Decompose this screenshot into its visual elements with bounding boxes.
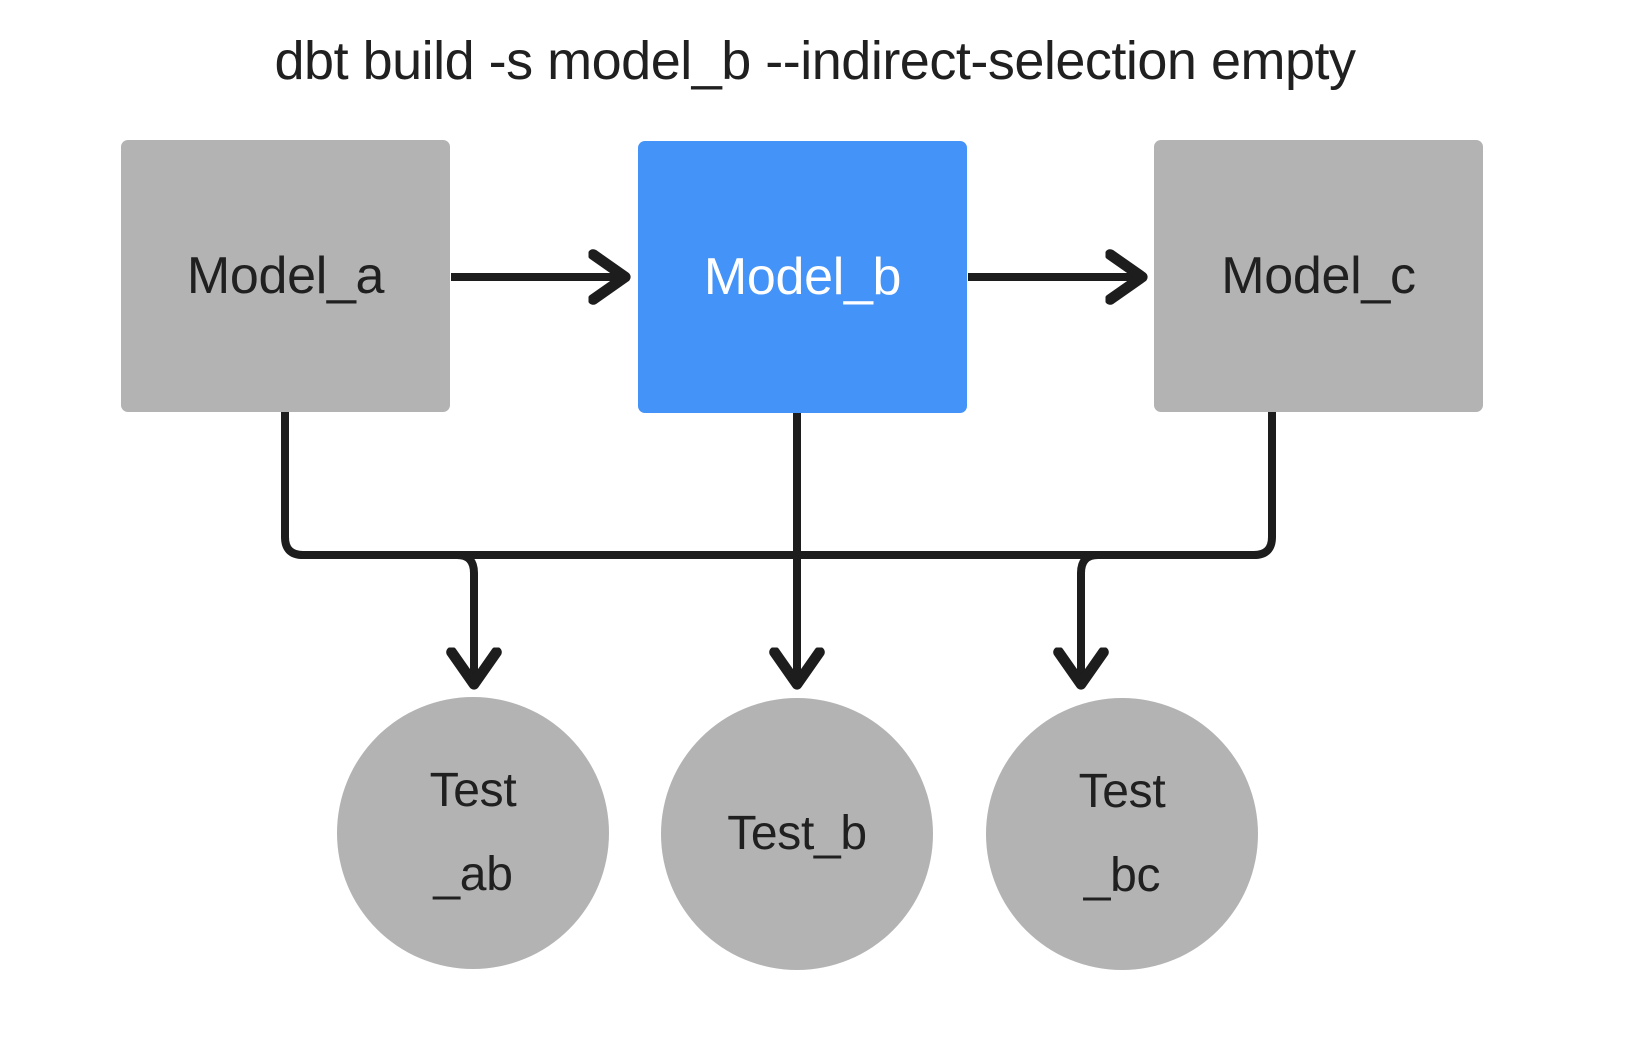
node-test-bc[interactable]: Test _bc: [986, 698, 1258, 970]
node-model-b[interactable]: Model_b: [638, 141, 967, 413]
node-test-ab[interactable]: Test _ab: [337, 697, 609, 969]
node-test-b-label: Test_b: [727, 807, 867, 860]
node-model-c[interactable]: Model_c: [1154, 140, 1483, 412]
node-model-b-label: Model_b: [703, 248, 902, 306]
node-test-ab-label: Test _ab: [429, 764, 517, 901]
node-model-a-label: Model_a: [186, 247, 385, 305]
diagram-title: dbt build -s model_b --indirect-selectio…: [274, 31, 1357, 91]
node-model-a[interactable]: Model_a: [121, 140, 450, 412]
edge-model-a-to-bus: [281, 412, 457, 559]
node-test-b[interactable]: Test_b: [661, 698, 933, 970]
edge-model-c-to-bus: [1098, 412, 1276, 559]
node-model-c-label: Model_c: [1221, 247, 1416, 305]
edge-bus-to-test-ab: [457, 551, 474, 681]
node-test-bc-label: Test _bc: [1078, 765, 1166, 902]
edge-bus-to-test-bc: [1081, 551, 1098, 681]
